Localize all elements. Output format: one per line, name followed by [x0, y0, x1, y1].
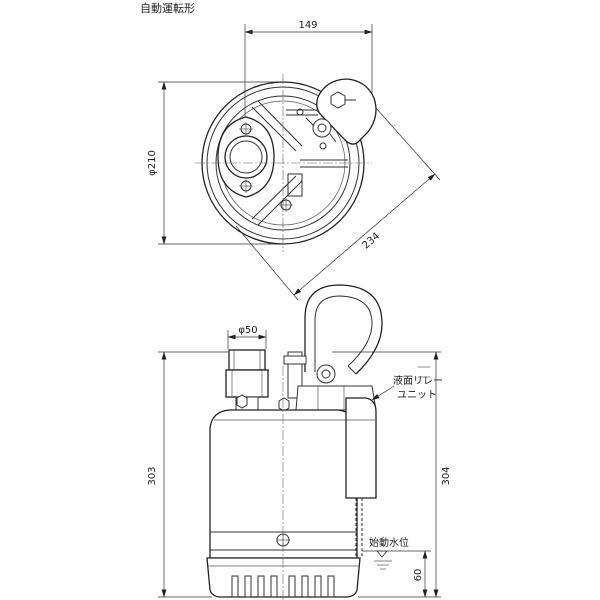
- outlet-bore: [229, 140, 263, 174]
- hex-nut-icon: [330, 91, 346, 109]
- top-view: 149 φ210 234: [147, 20, 441, 301]
- hose-barb: [228, 349, 266, 371]
- handle-pivot: [316, 364, 336, 384]
- outlet-flange-top: [217, 116, 275, 198]
- start-level-label: 始動水位: [369, 536, 409, 549]
- strainer-slot: [257, 575, 265, 598]
- strainer-base: [206, 557, 361, 598]
- dimension-label-50: φ50: [238, 325, 257, 336]
- level-relay-unit: [345, 397, 377, 556]
- extension-line-body: [235, 225, 299, 301]
- outlet-pipe-side: [225, 349, 269, 411]
- handle-inner: [314, 295, 373, 372]
- strainer-slot: [231, 575, 239, 598]
- dimension-label-210: φ210: [147, 150, 158, 176]
- relay-label: 液面リレー ユニット: [371, 366, 443, 401]
- dimension-303: 303: [147, 351, 228, 598]
- relay-label-line1: 液面リレー: [393, 374, 443, 387]
- dimension-label-60: 60: [413, 569, 424, 582]
- dimension-label-304: 304: [441, 466, 452, 485]
- relay-housing: [345, 397, 377, 499]
- bolt-left-icon: [236, 394, 248, 409]
- start-water-level: 始動水位: [362, 536, 431, 570]
- handle-outer: [304, 284, 383, 375]
- relay-label-line2: ユニット: [397, 390, 437, 401]
- side-view: φ50 303 304: [147, 284, 452, 600]
- pivot-ring: [312, 118, 332, 138]
- float-guide: [287, 173, 303, 197]
- drawing-title: 自動運転形: [140, 1, 195, 15]
- handle-assembly-top: [286, 78, 377, 150]
- strainer-slot: [314, 575, 322, 598]
- dimension-149: 149: [244, 20, 373, 122]
- dimension-60: 60: [413, 550, 428, 598]
- top-ribs: [251, 100, 348, 226]
- dimension-diameter-210: φ210: [147, 81, 283, 245]
- dimension-outlet-50: φ50: [227, 325, 267, 349]
- relay-leader-line: [371, 385, 395, 401]
- rod-bracket: [283, 355, 307, 365]
- dimension-label-234: 234: [361, 231, 383, 252]
- bolt-center-icon: [278, 397, 290, 412]
- motor-body: [209, 409, 358, 559]
- water-level-triangle-icon: [376, 550, 388, 558]
- extension-line-handle: [367, 98, 441, 181]
- strainer-slot: [244, 575, 252, 598]
- strainer-slot: [270, 575, 278, 598]
- base-outline: [206, 557, 361, 598]
- strainer-slot: [327, 575, 335, 598]
- dimension-line: [293, 173, 436, 296]
- flange-outline: [217, 116, 275, 198]
- strainer-slot: [301, 575, 309, 598]
- dimension-label-303: 303: [147, 466, 158, 485]
- dimension-label-149: 149: [298, 20, 317, 31]
- handle-side: [283, 284, 383, 411]
- strainer-slot: [288, 575, 296, 598]
- small-bolt-icon: [319, 142, 327, 150]
